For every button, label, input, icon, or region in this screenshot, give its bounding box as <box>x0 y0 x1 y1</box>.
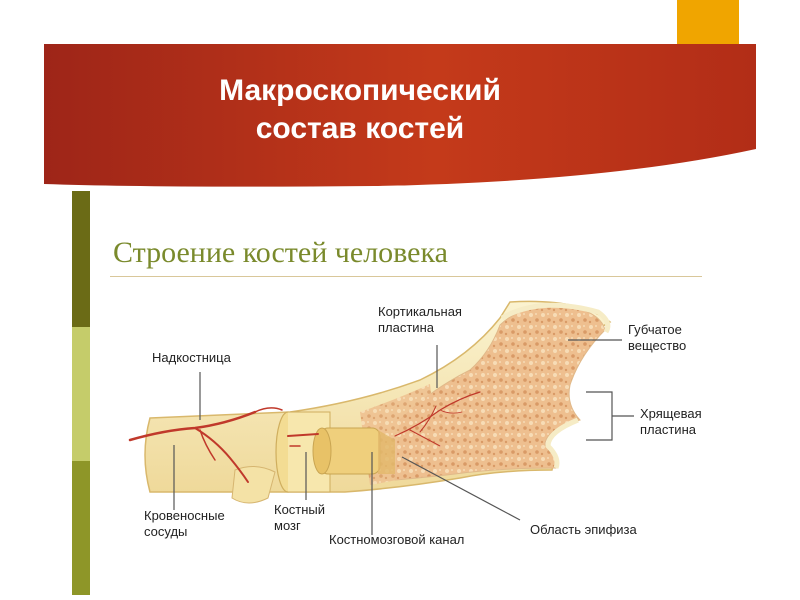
label-blood-vessels: Кровеносные сосуды <box>144 508 225 539</box>
title-line-2: состав костей <box>255 112 465 145</box>
slide-title: Макроскопический состав костей <box>150 72 570 148</box>
side-bar-segment-middle <box>72 327 90 461</box>
marrow-section <box>275 411 395 493</box>
label-spongy-substance: Губчатое вещество <box>628 322 687 353</box>
leader-cartilage <box>586 391 613 441</box>
periosteum-flap <box>231 466 276 504</box>
subtitle-rule <box>110 276 702 277</box>
label-epiphysis-area: Область эпифиза <box>530 522 637 537</box>
side-bar-segment-top <box>72 191 90 327</box>
blood-vessels-graphic <box>128 391 481 483</box>
label-cortical-plate: Кортикальная пластина <box>378 304 462 335</box>
label-marrow-canal: Костномозговой канал <box>329 532 465 547</box>
label-cartilage-plate: Хрящевая пластина <box>640 406 702 437</box>
label-periosteum: Надкостница <box>152 350 231 365</box>
leader-epiphysis <box>401 456 521 521</box>
title-banner <box>44 44 756 188</box>
leader-lines <box>173 339 634 535</box>
diagram-subtitle: Строение костей человека <box>113 236 448 269</box>
side-bar-segment-bottom <box>72 461 90 595</box>
epiphysis-spongy <box>394 302 611 481</box>
title-line-1: Макроскопический <box>219 74 501 107</box>
label-bone-marrow: Костный мозг <box>274 502 326 533</box>
